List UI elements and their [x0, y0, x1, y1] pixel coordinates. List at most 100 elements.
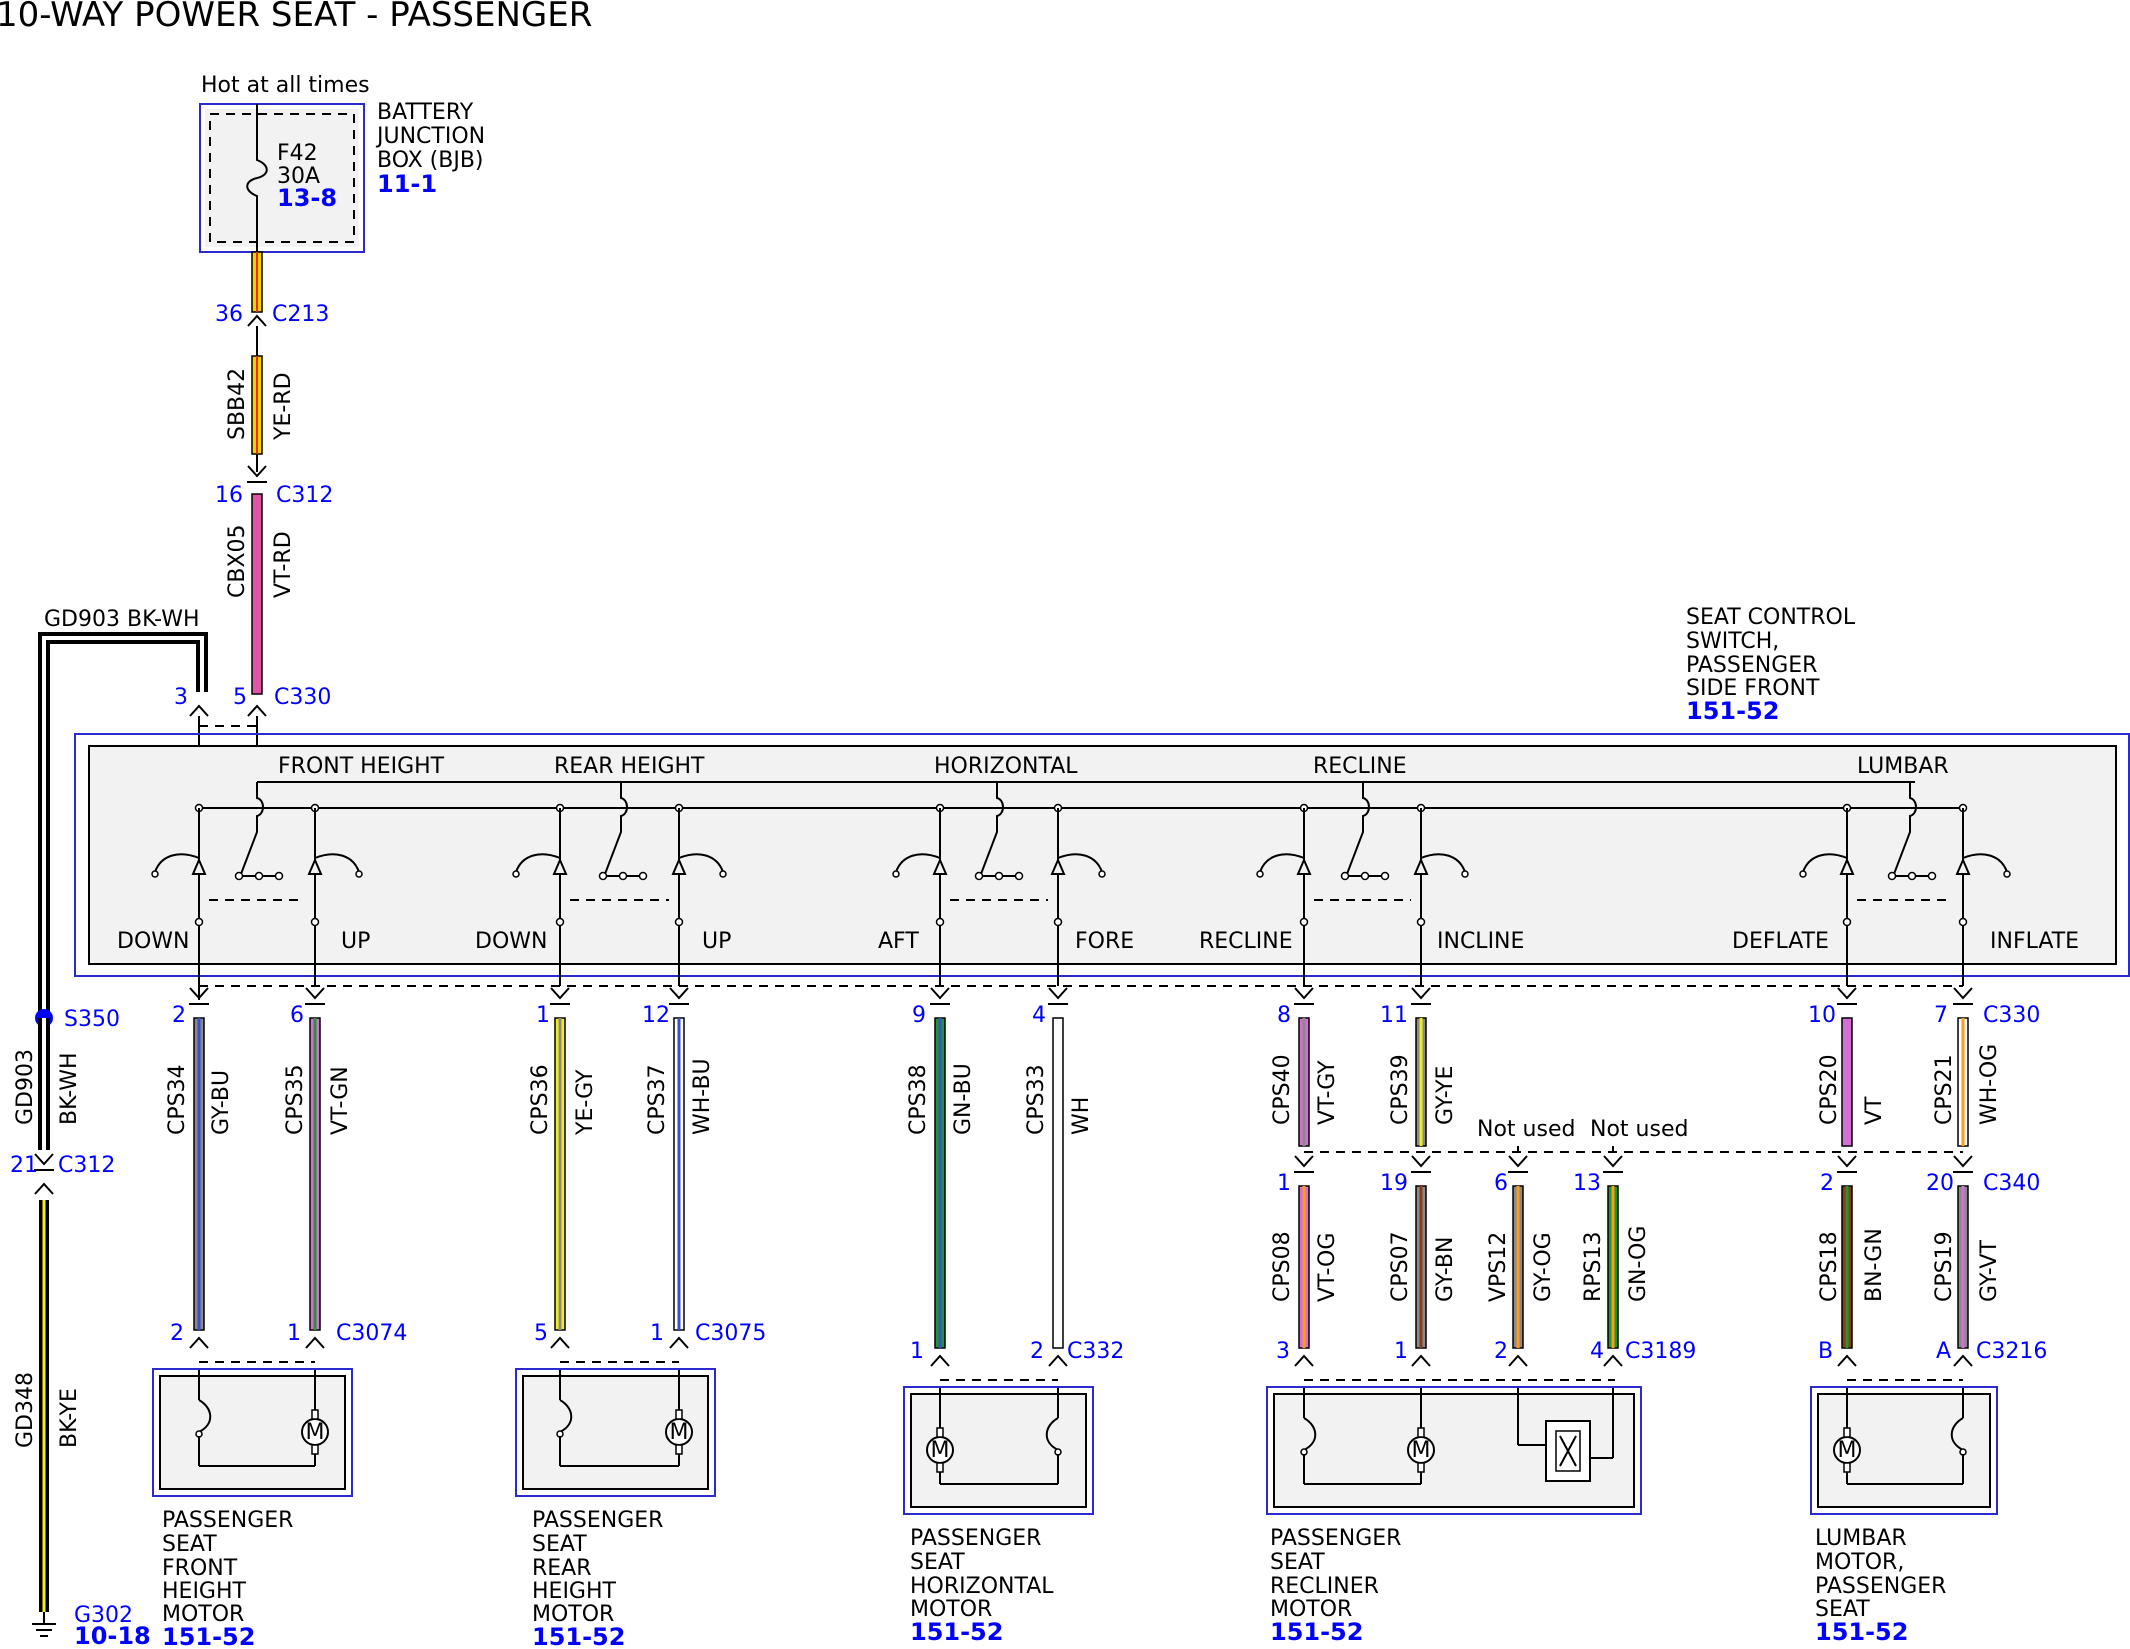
- rps13-color: GN-OG: [1626, 1226, 1651, 1302]
- switch-ref[interactable]: 151-52: [1686, 697, 1779, 725]
- switch-name-4: SIDE FRONT: [1686, 676, 1820, 701]
- recl-conn[interactable]: C3189: [1625, 1339, 1696, 1364]
- switch-power-tap: [240, 782, 264, 875]
- motor-letter: M: [931, 1438, 950, 1463]
- horiz-conn[interactable]: C332: [1067, 1339, 1124, 1364]
- connector-arrow: [1411, 1354, 1431, 1367]
- rear-l2: SEAT: [532, 1532, 587, 1557]
- c330-connector-top[interactable]: C330: [274, 685, 331, 710]
- switch-name-2: SWITCH,: [1686, 629, 1779, 654]
- bjb-name-2: JUNCTION: [375, 124, 485, 149]
- switch-blade: [154, 853, 200, 873]
- horiz-ref[interactable]: 151-52: [910, 1618, 1003, 1646]
- switch-name-1: SEAT CONTROL: [1686, 605, 1856, 630]
- switch-node: [1360, 871, 1370, 881]
- section-rear-height: REAR HEIGHT: [554, 754, 705, 779]
- switch-blade: [1259, 853, 1305, 873]
- motor-brush: [675, 1444, 683, 1455]
- bjb-ref[interactable]: 11-1: [377, 170, 437, 198]
- front-l2: SEAT: [162, 1532, 217, 1557]
- pin-12: 12: [642, 1003, 670, 1028]
- not-used-2: Not used: [1590, 1117, 1688, 1142]
- sbb42-circuit: SBB42: [225, 368, 250, 440]
- rear-l1: PASSENGER: [532, 1508, 663, 1533]
- cps19-circuit: CPS19: [1932, 1231, 1957, 1302]
- connector-arrow: [550, 1336, 570, 1349]
- c213-connector[interactable]: C213: [272, 302, 329, 327]
- connector-arrow: [1508, 1155, 1528, 1168]
- recl-l2: SEAT: [1270, 1550, 1325, 1575]
- cps07-color: GY-BN: [1433, 1237, 1458, 1302]
- switch-node: [598, 871, 608, 881]
- pin-q19: 19: [1380, 1171, 1408, 1196]
- gd903-color: BK-WH: [57, 1052, 82, 1125]
- motor-brush: [675, 1409, 683, 1420]
- switch-blade: [1420, 853, 1466, 873]
- recl-ref[interactable]: 151-52: [1270, 1618, 1363, 1646]
- connector-arrow: [305, 987, 325, 1000]
- lumbar-l2: MOTOR,: [1815, 1550, 1904, 1575]
- g302-label[interactable]: G302: [74, 1603, 133, 1628]
- rear-conn[interactable]: C3075: [695, 1321, 766, 1346]
- pin-7: 7: [1934, 1003, 1948, 1028]
- c330-connector-bottom[interactable]: C330: [1983, 1003, 2040, 1028]
- pin-q6: 6: [1494, 1171, 1508, 1196]
- wire-cps20: [1841, 1017, 1853, 1147]
- switch-node: [1461, 870, 1469, 878]
- cps36-circuit: CPS36: [528, 1064, 553, 1135]
- c312-connector[interactable]: C312: [276, 483, 333, 508]
- switch-node: [194, 917, 204, 927]
- switch-node: [1842, 917, 1852, 927]
- motor-letter: M: [306, 1420, 325, 1445]
- recl-l3: RECLINER: [1270, 1574, 1379, 1599]
- pos-up-1: UP: [341, 929, 370, 954]
- ground-c312-connector[interactable]: C312: [58, 1153, 115, 1178]
- connector-arrow: [1411, 987, 1431, 1000]
- switch-contacts: [151, 782, 2011, 976]
- cps33-color: WH: [1069, 1097, 1094, 1135]
- motor-brush: [1417, 1462, 1425, 1473]
- cps35-circuit: CPS35: [283, 1064, 308, 1135]
- limit-switch-icon: [559, 1399, 573, 1433]
- sensor-cross: [1559, 1435, 1577, 1467]
- lumbar-ref[interactable]: 151-52: [1815, 1618, 1908, 1646]
- switch-blade: [895, 853, 941, 873]
- front-pin-a: 2: [170, 1321, 184, 1346]
- c340-connector[interactable]: C340: [1983, 1171, 2040, 1196]
- pin-q2: 2: [1820, 1171, 1834, 1196]
- rear-ref[interactable]: 151-52: [532, 1623, 625, 1649]
- motor-letter: M: [1412, 1438, 1431, 1463]
- limit-switch-icon: [1303, 1417, 1317, 1451]
- cps39-color: GY-YE: [1433, 1066, 1458, 1125]
- switch-blade: [1802, 853, 1848, 873]
- wire-cps33: [1052, 1017, 1064, 1349]
- lumbar-conn[interactable]: C3216: [1976, 1339, 2047, 1364]
- fuse-symbol: [246, 104, 268, 252]
- motor-brush: [936, 1462, 944, 1473]
- not-used-1: Not used: [1477, 1117, 1575, 1142]
- connector-arrow: [189, 1336, 209, 1349]
- front-ref[interactable]: 151-52: [162, 1623, 255, 1649]
- front-conn[interactable]: C3074: [336, 1321, 407, 1346]
- pin-11: 11: [1380, 1003, 1408, 1028]
- cps21-circuit: CPS21: [1932, 1054, 1957, 1125]
- switch-power-tap: [980, 782, 1004, 875]
- rear-l4: HEIGHT: [532, 1579, 617, 1604]
- switch-blade: [314, 853, 360, 873]
- front-l5: MOTOR: [162, 1602, 244, 1627]
- s350-label[interactable]: S350: [64, 1007, 120, 1032]
- motor-brush: [311, 1409, 319, 1420]
- wire-runs: [189, 964, 1973, 1367]
- cps38-color: GN-BU: [951, 1063, 976, 1135]
- fuse-name: F42: [277, 141, 318, 166]
- connector-arrow: [1048, 987, 1068, 1000]
- fuse-ref[interactable]: 13-8: [277, 184, 337, 212]
- recl-pin-d: 4: [1590, 1339, 1604, 1364]
- switch-node: [310, 917, 320, 927]
- switch-frame: [74, 733, 2130, 977]
- recl-l4: MOTOR: [1270, 1597, 1352, 1622]
- ground-c312-pin: 21: [10, 1153, 38, 1178]
- section-front-height: FRONT HEIGHT: [278, 754, 445, 779]
- sbb42-color: YE-RD: [271, 372, 296, 441]
- g302-ref[interactable]: 10-18: [74, 1622, 151, 1649]
